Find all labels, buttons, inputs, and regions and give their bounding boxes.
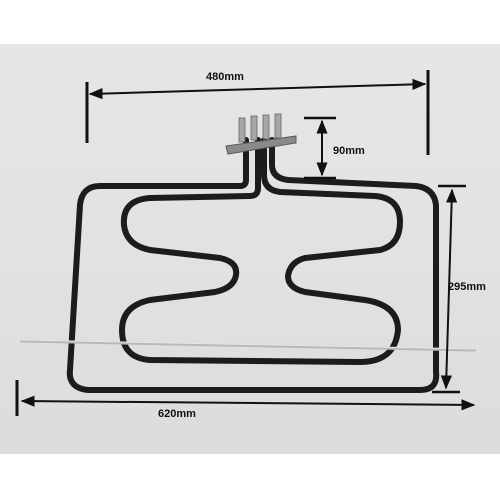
dimension-side-height-label: 295mm [448,281,486,293]
terminal-connectors [238,113,282,143]
terminal-bracket [225,135,297,155]
heating-element-outer-loop [66,137,440,393]
dimension-bottom-width-label: 620mm [158,408,196,420]
dimension-terminal-height-label: 90mm [333,145,365,157]
heating-element-inner-loop [119,137,403,365]
dimension-top-width: 480mm [85,70,430,155]
dimension-bottom-width: 620mm [15,380,476,420]
photo-background [0,44,500,454]
dimension-terminal-height: 90mm [304,116,365,180]
dimension-side-height: 295mm [432,184,486,394]
support-rod [20,339,476,352]
dimension-top-width-label: 480mm [206,71,244,83]
support-rod-highlight [21,339,475,350]
